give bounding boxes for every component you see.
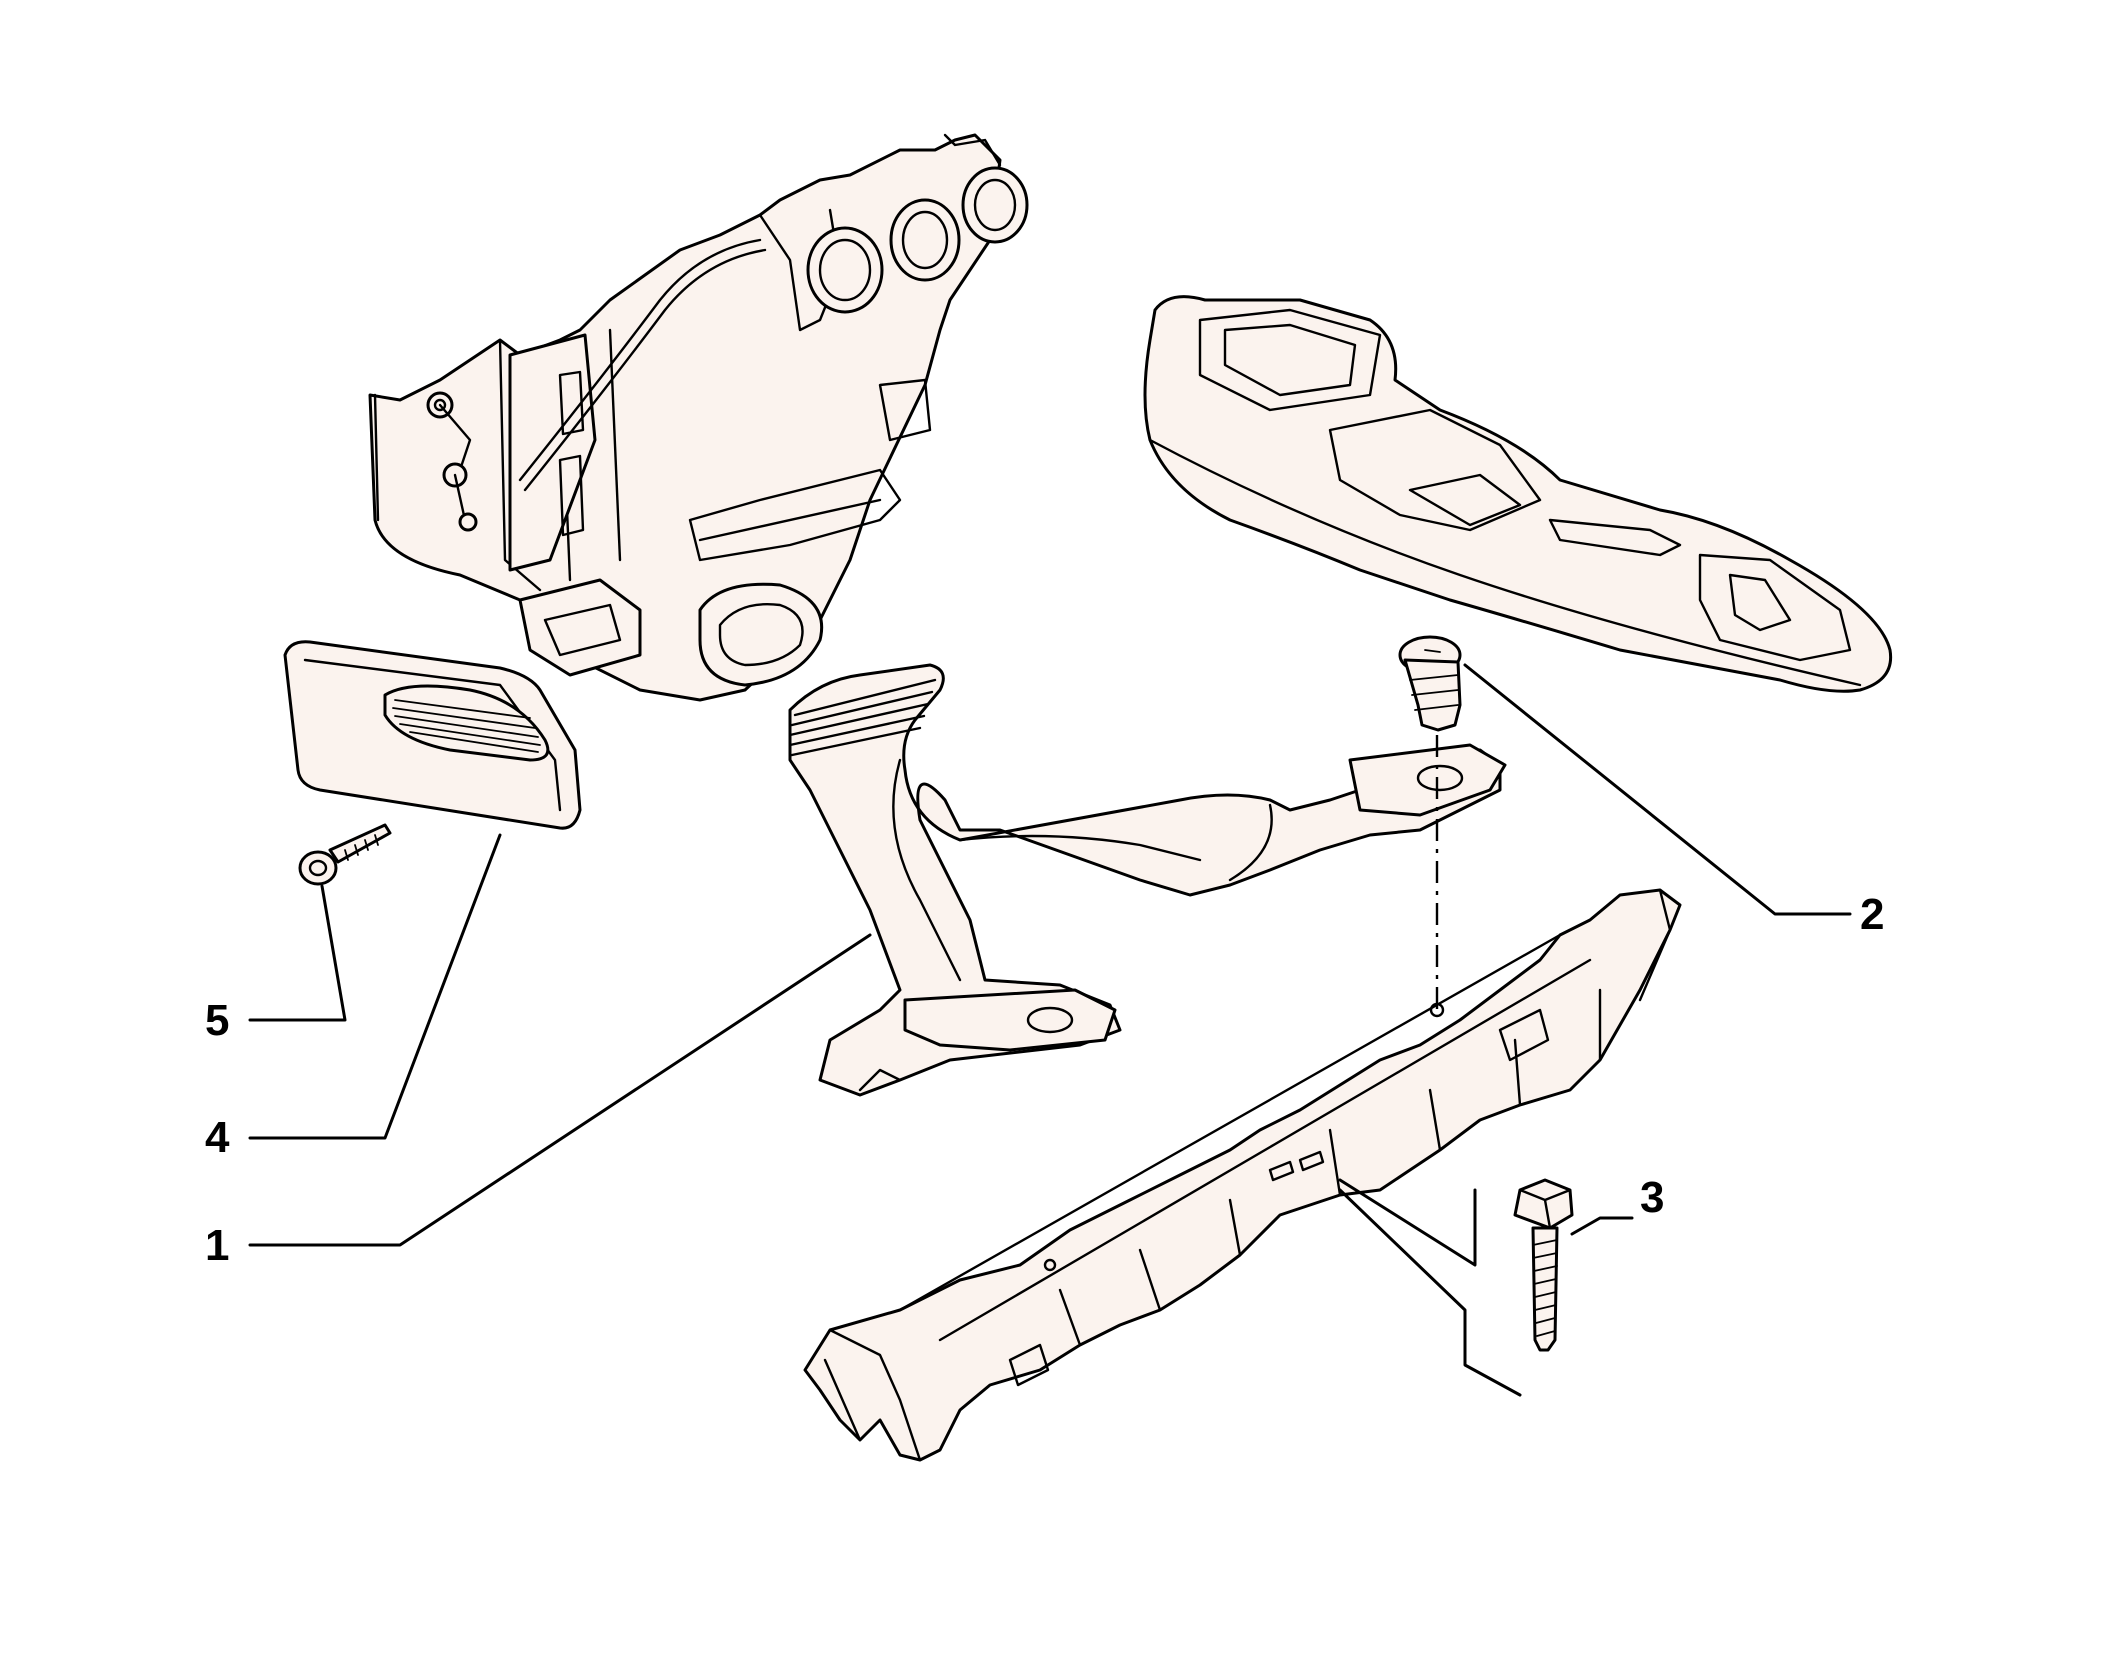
leader-lines xyxy=(248,663,1852,1397)
callout-2: 2 xyxy=(1860,890,1884,939)
part-3-hex-bolt xyxy=(1513,1178,1574,1352)
callout-5: 5 xyxy=(205,996,229,1045)
callout-4: 4 xyxy=(205,1113,230,1162)
leader-1 xyxy=(248,933,872,1247)
part-5-screw xyxy=(298,823,392,886)
heater-unit-assembly xyxy=(368,133,1029,702)
leader-bracket-upper xyxy=(1338,1178,1477,1267)
leader-4 xyxy=(248,833,502,1140)
part-1-air-duct xyxy=(788,663,1507,1097)
part-2-push-clip xyxy=(1398,635,1462,732)
leader-bracket-lower xyxy=(1338,1188,1522,1397)
part-4-vent-panel xyxy=(283,640,582,830)
leader-2 xyxy=(1463,663,1852,916)
leader-5 xyxy=(248,884,347,1022)
floor-duct-bracket xyxy=(803,888,1682,1462)
callout-1: 1 xyxy=(205,1221,229,1270)
center-console xyxy=(1143,295,1893,693)
leader-3 xyxy=(1570,1216,1634,1236)
callout-3: 3 xyxy=(1640,1173,1664,1222)
